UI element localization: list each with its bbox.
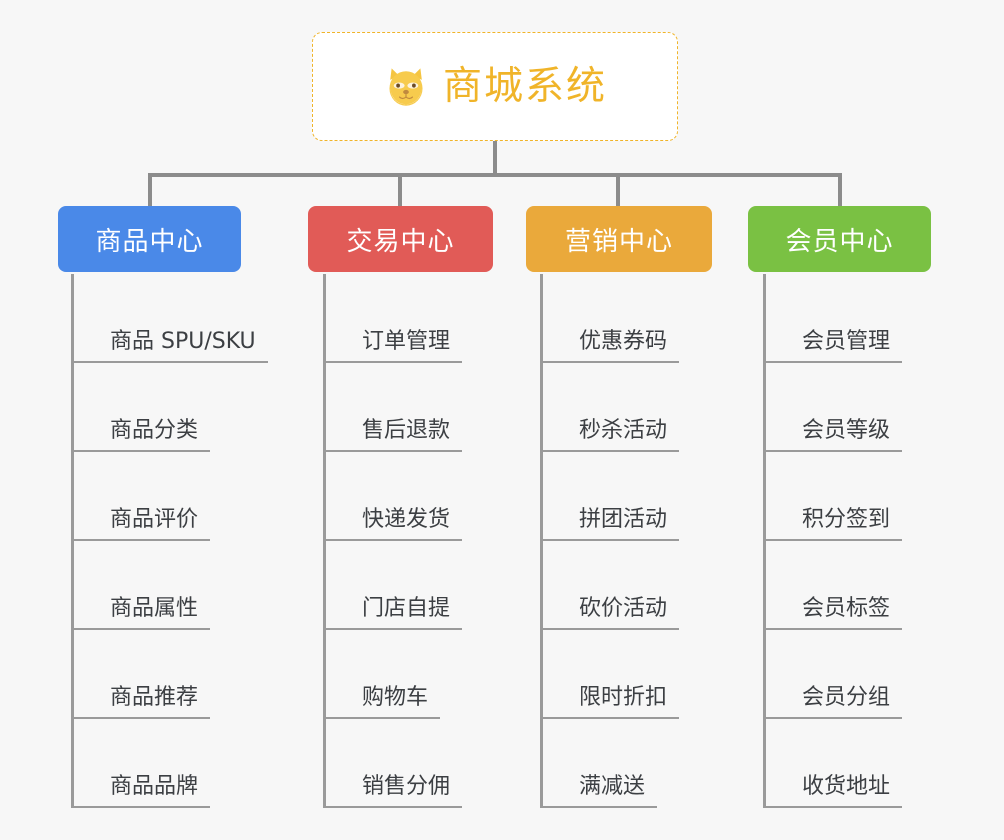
- connector-drop-4: [838, 173, 842, 206]
- connector-horizontal-bus: [148, 173, 842, 177]
- list-item[interactable]: 收货地址: [766, 719, 993, 808]
- leaf-list-member: 会员管理 会员等级 积分签到 会员标签 会员分组 收货地址: [763, 274, 993, 808]
- list-item[interactable]: 商品 SPU/SKU: [74, 274, 301, 363]
- list-item[interactable]: 会员等级: [766, 363, 993, 452]
- connector-drop-1: [148, 173, 152, 206]
- list-item[interactable]: 会员标签: [766, 541, 993, 630]
- leaf-label: 销售分佣: [326, 774, 463, 808]
- leaf-label: 会员标签: [766, 596, 903, 630]
- leaf-list-trade: 订单管理 售后退款 快递发货 门店自提 购物车 销售分佣: [323, 274, 553, 808]
- leaf-label: 秒杀活动: [543, 418, 680, 452]
- connector-drop-2: [398, 173, 402, 206]
- leaf-label: 售后退款: [326, 418, 463, 452]
- root-node[interactable]: 商城系统: [312, 32, 678, 141]
- leaf-label: 优惠券码: [543, 329, 680, 363]
- category-column-member: 会员中心 会员管理 会员等级 积分签到 会员标签 会员分组 收货地址: [748, 206, 993, 808]
- leaf-label: 购物车: [326, 685, 441, 719]
- leaf-label: 收货地址: [766, 774, 903, 808]
- list-item[interactable]: 限时折扣: [543, 630, 770, 719]
- list-item[interactable]: 订单管理: [326, 274, 553, 363]
- leaf-label: 会员分组: [766, 685, 903, 719]
- list-item[interactable]: 售后退款: [326, 363, 553, 452]
- category-column-marketing: 营销中心 优惠券码 秒杀活动 拼团活动 砍价活动 限时折扣 满减送: [526, 206, 770, 808]
- list-item[interactable]: 购物车: [326, 630, 553, 719]
- leaf-label: 会员管理: [766, 329, 903, 363]
- connector-drop-3: [616, 173, 620, 206]
- category-column-trade: 交易中心 订单管理 售后退款 快递发货 门店自提 购物车 销售分佣: [308, 206, 553, 808]
- list-item[interactable]: 砍价活动: [543, 541, 770, 630]
- list-item[interactable]: 商品推荐: [74, 630, 301, 719]
- leaf-label: 限时折扣: [543, 685, 680, 719]
- leaf-label: 砍价活动: [543, 596, 680, 630]
- leaf-label: 快递发货: [326, 507, 463, 541]
- list-item[interactable]: 门店自提: [326, 541, 553, 630]
- list-item[interactable]: 满减送: [543, 719, 770, 808]
- leaf-list-product: 商品 SPU/SKU 商品分类 商品评价 商品属性 商品推荐 商品品牌: [71, 274, 301, 808]
- list-item[interactable]: 拼团活动: [543, 452, 770, 541]
- list-item[interactable]: 优惠券码: [543, 274, 770, 363]
- list-item[interactable]: 商品分类: [74, 363, 301, 452]
- list-item[interactable]: 销售分佣: [326, 719, 553, 808]
- category-column-product: 商品中心 商品 SPU/SKU 商品分类 商品评价 商品属性 商品推荐 商品品牌: [58, 206, 301, 808]
- connector-root-stem: [493, 141, 497, 176]
- list-item[interactable]: 商品评价: [74, 452, 301, 541]
- leaf-label: 订单管理: [326, 329, 463, 363]
- leaf-label: 商品 SPU/SKU: [74, 329, 268, 363]
- list-item[interactable]: 商品品牌: [74, 719, 301, 808]
- list-item[interactable]: 快递发货: [326, 452, 553, 541]
- leaf-label: 会员等级: [766, 418, 903, 452]
- list-item[interactable]: 商品属性: [74, 541, 301, 630]
- leaf-label: 满减送: [543, 774, 658, 808]
- leaf-label: 商品属性: [74, 596, 211, 630]
- root-title: 商城系统: [442, 64, 607, 109]
- leaf-label: 商品评价: [74, 507, 211, 541]
- leaf-label: 积分签到: [766, 507, 903, 541]
- list-item[interactable]: 会员分组: [766, 630, 993, 719]
- list-item[interactable]: 积分签到: [766, 452, 993, 541]
- shiba-dog-face-icon: [389, 67, 423, 107]
- leaf-list-marketing: 优惠券码 秒杀活动 拼团活动 砍价活动 限时折扣 满减送: [540, 274, 770, 808]
- list-item[interactable]: 会员管理: [766, 274, 993, 363]
- leaf-label: 拼团活动: [543, 507, 680, 541]
- leaf-label: 门店自提: [326, 596, 463, 630]
- category-header-marketing[interactable]: 营销中心: [526, 206, 712, 272]
- category-header-product[interactable]: 商品中心: [58, 206, 241, 272]
- category-header-member[interactable]: 会员中心: [748, 206, 931, 272]
- leaf-label: 商品推荐: [74, 685, 211, 719]
- category-header-trade[interactable]: 交易中心: [308, 206, 493, 272]
- leaf-label: 商品品牌: [74, 774, 211, 808]
- leaf-label: 商品分类: [74, 418, 211, 452]
- list-item[interactable]: 秒杀活动: [543, 363, 770, 452]
